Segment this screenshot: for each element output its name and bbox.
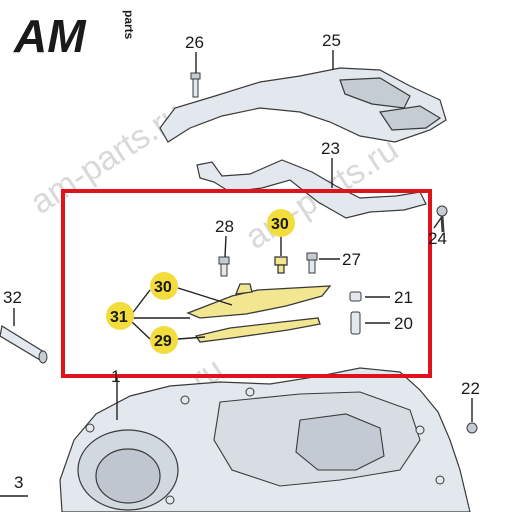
callout-30a: 30 xyxy=(271,216,289,233)
callout-31: 31 xyxy=(110,309,128,326)
logo: AM parts xyxy=(13,10,136,62)
part-28-bolt xyxy=(218,256,230,277)
part-1-housing xyxy=(59,367,471,512)
callout-30b: 30 xyxy=(154,279,172,296)
part-30-filter xyxy=(186,285,332,319)
callout-26: 26 xyxy=(185,33,204,52)
callout-3: 3 xyxy=(14,473,23,492)
badge-30b xyxy=(150,272,178,300)
callout-27: 27 xyxy=(342,250,361,269)
callout-20: 20 xyxy=(394,314,413,333)
part-22-screw xyxy=(466,422,478,434)
part-30-filter-neck xyxy=(234,283,253,295)
leader-lines xyxy=(0,50,473,497)
part-29-gasket xyxy=(194,317,321,343)
callout-21: 21 xyxy=(394,288,413,307)
callout-labels: 26 25 23 28 30 27 24 30 31 29 21 20 32 1… xyxy=(3,31,480,492)
badge-29 xyxy=(150,326,178,354)
callout-24: 24 xyxy=(428,229,447,248)
part-26-bolt xyxy=(190,72,201,98)
watermark-1: am-parts.ru xyxy=(24,95,190,222)
part-27-bolt xyxy=(306,252,318,274)
callout-28: 28 xyxy=(215,217,234,236)
highlight-frame xyxy=(61,189,432,378)
badge-31 xyxy=(106,302,134,330)
part-21-sleeve xyxy=(349,291,362,302)
callout-32: 32 xyxy=(3,288,22,307)
callout-25: 25 xyxy=(322,31,341,50)
callout-1: 1 xyxy=(111,367,120,386)
callout-29: 29 xyxy=(154,333,172,350)
part-24-screw xyxy=(436,205,448,233)
part-25-shield-pocket xyxy=(378,105,442,131)
part-20-pin xyxy=(350,311,361,335)
logo-main: AM xyxy=(13,10,87,62)
callout-23: 23 xyxy=(321,139,340,158)
badge-30a xyxy=(267,209,295,237)
part-32-shaft xyxy=(0,325,48,364)
callout-22: 22 xyxy=(461,379,480,398)
part-30-plug xyxy=(274,256,288,274)
logo-side: parts xyxy=(122,10,136,40)
